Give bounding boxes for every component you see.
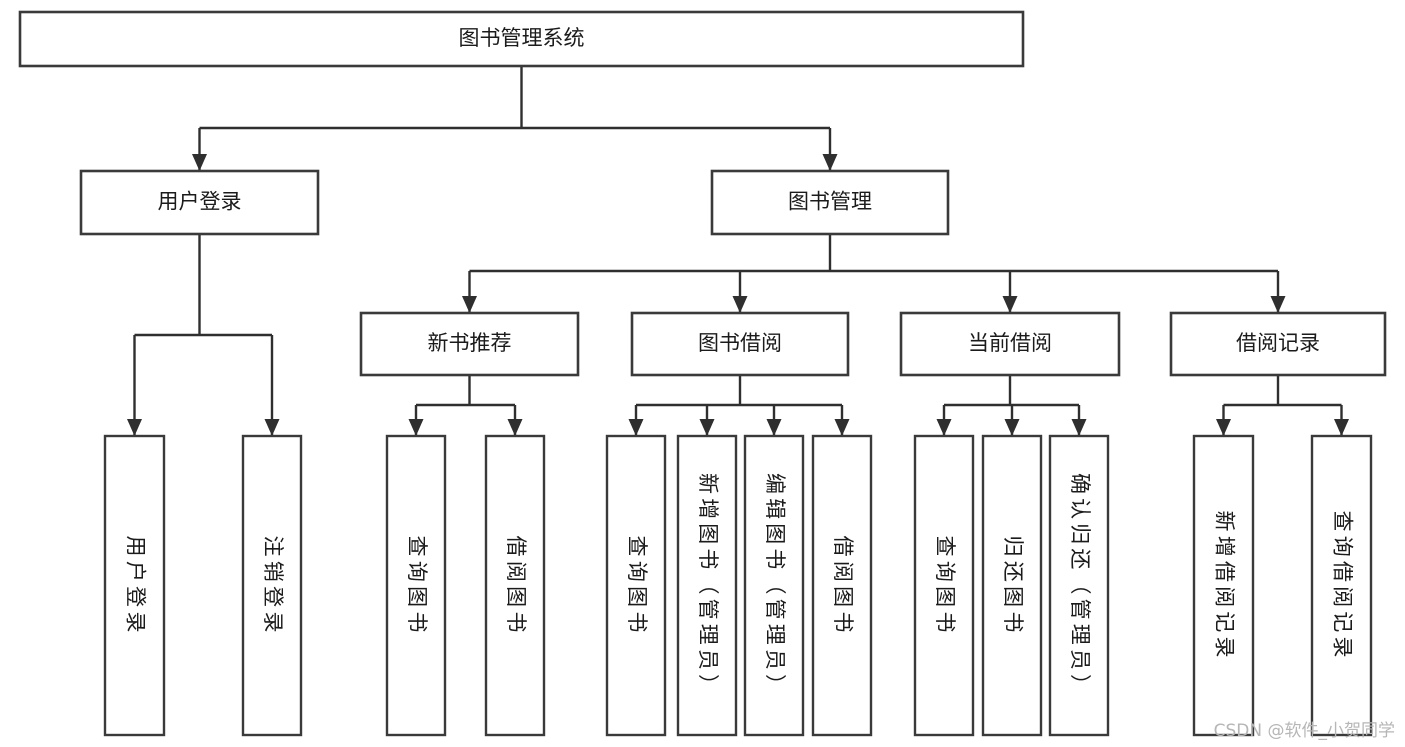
node-box-leaf-query-book-rec: [385, 434, 447, 737]
node-box-book-manage: [710, 169, 950, 236]
node-label-leaf-user-login: 用户登录: [124, 536, 148, 636]
node-box-leaf-borrow-book-rec: [484, 434, 546, 737]
level3-node-borrow-record[interactable]: 借阅记录: [1169, 311, 1387, 377]
node-box-user-login: [79, 169, 320, 236]
arrow-head-borrow-record-1: [1334, 419, 1349, 436]
node-box-borrow-record: [1169, 311, 1387, 377]
leaf-node-leaf-add-book[interactable]: 新增图书（管理员）: [676, 434, 738, 737]
node-box-leaf-confirm-return: [1048, 434, 1110, 737]
level2-node-user-login[interactable]: 用户登录: [79, 169, 320, 236]
leaf-node-leaf-return-book[interactable]: 归还图书: [981, 434, 1043, 737]
node-label-current-borrow: 当前借阅: [968, 331, 1052, 355]
node-box-leaf-add-borrow-record: [1192, 434, 1255, 737]
node-label-leaf-edit-book: 编辑图书（管理员）: [763, 473, 787, 698]
arrow-head-book-manage-3: [1270, 296, 1286, 313]
root-node-root[interactable]: 图书管理系统: [18, 10, 1025, 68]
node-label-leaf-add-borrow-record: 新增借阅记录: [1213, 511, 1237, 661]
node-box-leaf-query-book-borrow: [605, 434, 667, 737]
arrow-head-book-manage-2: [1002, 296, 1018, 313]
arrow-head-user-login-0: [127, 419, 142, 436]
level3-node-book-borrow[interactable]: 图书借阅: [630, 311, 850, 377]
level3-node-current-borrow[interactable]: 当前借阅: [899, 311, 1121, 377]
arrow-head-book-borrow-1: [699, 419, 715, 436]
leaf-node-leaf-add-borrow-record[interactable]: 新增借阅记录: [1192, 434, 1255, 737]
node-label-leaf-query-book-rec: 查询图书: [405, 536, 429, 636]
node-label-new-book-recommend: 新书推荐: [428, 331, 512, 355]
node-label-leaf-query-book-borrow: 查询图书: [625, 536, 649, 636]
arrow-head-new-book-recommend-0: [408, 419, 424, 436]
arrow-head-new-book-recommend-1: [507, 419, 523, 436]
leaf-node-leaf-query-book-cur[interactable]: 查询图书: [913, 434, 975, 737]
node-label-leaf-query-book-cur: 查询图书: [933, 536, 957, 636]
arrow-head-root-0: [192, 154, 207, 171]
node-label-leaf-confirm-return: 确认归还（管理员）: [1068, 473, 1092, 698]
csdn-watermark: CSDN @软件_小贺同学: [1213, 721, 1395, 741]
leaf-node-leaf-borrow-book[interactable]: 借阅图书: [811, 434, 873, 737]
node-box-leaf-logout-login: [241, 434, 303, 737]
leaf-node-leaf-query-borrow-record[interactable]: 查询借阅记录: [1310, 434, 1373, 737]
node-box-book-borrow: [630, 311, 850, 377]
arrow-head-current-borrow-0: [936, 419, 952, 436]
arrow-head-book-manage-1: [732, 296, 748, 313]
leaf-node-leaf-edit-book[interactable]: 编辑图书（管理员）: [743, 434, 805, 737]
arrow-head-book-borrow-2: [766, 419, 782, 436]
level2-node-book-manage[interactable]: 图书管理: [710, 169, 950, 236]
node-label-leaf-return-book: 归还图书: [1001, 536, 1025, 636]
node-box-leaf-query-book-cur: [913, 434, 975, 737]
node-label-book-borrow: 图书借阅: [698, 331, 782, 355]
node-label-borrow-record: 借阅记录: [1236, 331, 1320, 355]
node-label-leaf-borrow-book-rec: 借阅图书: [504, 536, 528, 636]
arrow-head-root-1: [822, 154, 838, 171]
arrow-head-book-borrow-3: [834, 419, 850, 436]
arrow-head-current-borrow-2: [1071, 419, 1087, 436]
level3-node-new-book-recommend[interactable]: 新书推荐: [359, 311, 580, 377]
arrow-head-book-manage-0: [462, 296, 477, 313]
arrow-head-user-login-1: [264, 419, 280, 436]
node-box-root: [18, 10, 1025, 68]
node-box-leaf-edit-book: [743, 434, 805, 737]
node-label-leaf-add-book: 新增图书（管理员）: [696, 473, 720, 698]
arrow-head-borrow-record-0: [1216, 419, 1231, 436]
leaf-node-leaf-borrow-book-rec[interactable]: 借阅图书: [484, 434, 546, 737]
leaf-node-leaf-user-login[interactable]: 用户登录: [103, 434, 166, 737]
leaf-node-leaf-query-book-borrow[interactable]: 查询图书: [605, 434, 667, 737]
arrow-head-book-borrow-0: [628, 419, 644, 436]
node-box-leaf-add-book: [676, 434, 738, 737]
node-label-leaf-logout-login: 注销登录: [261, 536, 285, 636]
node-label-book-manage: 图书管理: [788, 190, 872, 214]
node-box-current-borrow: [899, 311, 1121, 377]
node-label-leaf-borrow-book: 借阅图书: [831, 536, 855, 636]
node-label-user-login: 用户登录: [158, 190, 242, 214]
node-box-leaf-return-book: [981, 434, 1043, 737]
node-box-leaf-query-borrow-record: [1310, 434, 1373, 737]
node-label-leaf-query-borrow-record: 查询借阅记录: [1331, 511, 1355, 661]
node-layer: 图书管理系统用户登录图书管理新书推荐图书借阅当前借阅借阅记录用户登录注销登录查询…: [18, 10, 1387, 737]
node-label-root: 图书管理系统: [459, 26, 585, 50]
leaf-node-leaf-query-book-rec[interactable]: 查询图书: [385, 434, 447, 737]
connector-layer: [127, 66, 1349, 436]
arrow-head-current-borrow-1: [1004, 419, 1020, 436]
node-box-new-book-recommend: [359, 311, 580, 377]
leaf-node-leaf-confirm-return[interactable]: 确认归还（管理员）: [1048, 434, 1110, 737]
leaf-node-leaf-logout-login[interactable]: 注销登录: [241, 434, 303, 737]
node-box-leaf-borrow-book: [811, 434, 873, 737]
node-box-leaf-user-login: [103, 434, 166, 737]
